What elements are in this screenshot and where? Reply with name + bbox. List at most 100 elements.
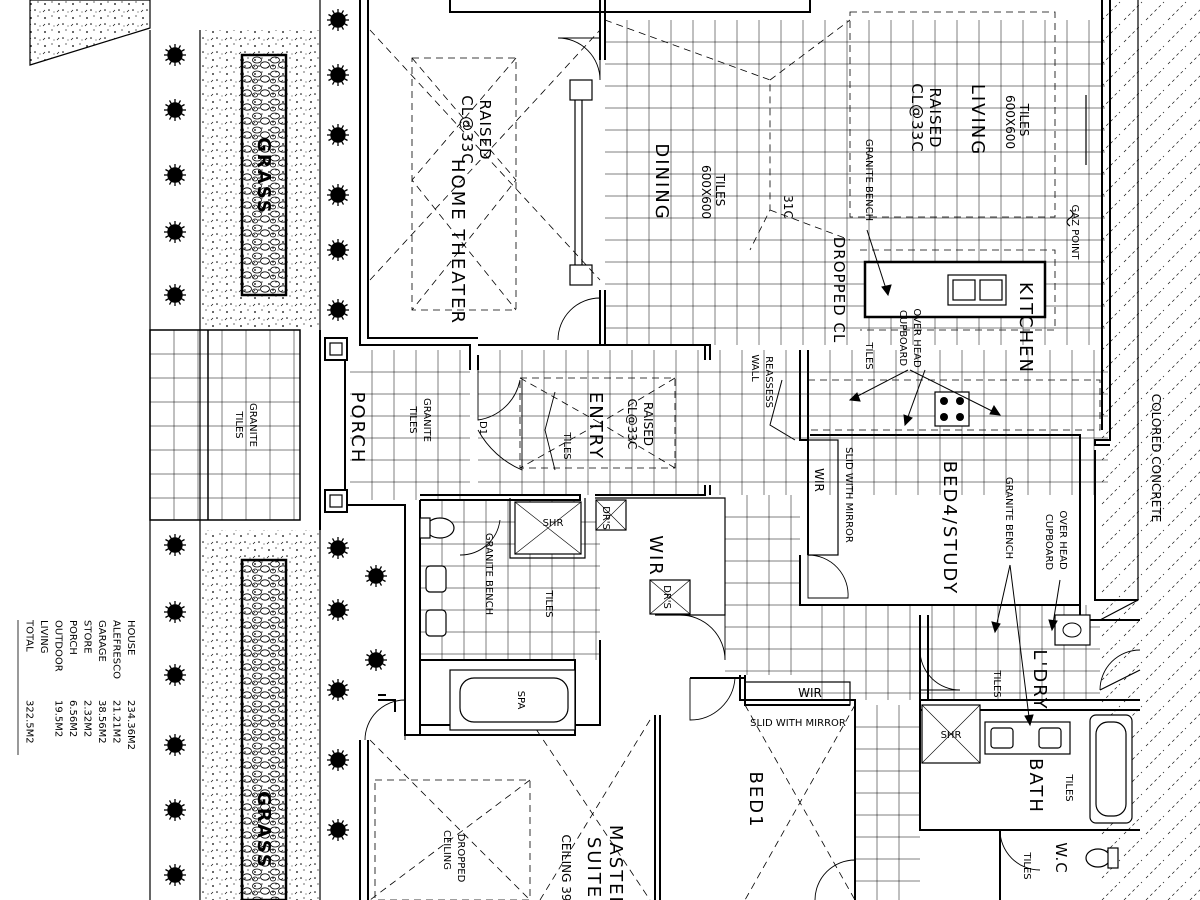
label-entry-note2: CL@33C bbox=[625, 399, 639, 450]
label-living: LIVING bbox=[967, 84, 988, 156]
label-spa: SPA bbox=[515, 691, 526, 710]
label-entry-note1: RAISED bbox=[641, 402, 655, 446]
shrub-icon bbox=[365, 565, 387, 587]
label-gas-point: GAZ POINT bbox=[1069, 204, 1080, 260]
label-reassess2: WALL bbox=[749, 354, 760, 382]
label-reassess1: REASSESS bbox=[763, 356, 774, 408]
wc-toilet bbox=[1085, 848, 1111, 868]
label-ens-tiles: TILES bbox=[543, 589, 554, 617]
shrub-icon bbox=[327, 184, 349, 206]
shrub-icon bbox=[164, 164, 186, 186]
area-name: ALEFRESCO bbox=[111, 620, 122, 679]
label-dining-tiles2: 600X600 bbox=[699, 165, 713, 219]
label-dropped-ceiling1: DROPPED bbox=[455, 834, 466, 883]
label-shr-bath: SHR bbox=[941, 730, 962, 741]
front-tile-grid bbox=[149, 329, 301, 521]
label-ens-granite: GRANITE BENCH bbox=[483, 533, 494, 615]
shrub-icon bbox=[327, 679, 349, 701]
area-name: GARAGE bbox=[96, 620, 107, 662]
shrub-icon bbox=[327, 537, 349, 559]
label-bed4: BED4/STUDY bbox=[939, 461, 960, 596]
label-porch-tiles1: GRANITE bbox=[421, 398, 432, 442]
area-name: TOTAL bbox=[24, 619, 35, 652]
label-bath-tiles: TILES bbox=[1063, 773, 1074, 801]
area-name: LIVING bbox=[38, 620, 49, 654]
area-name: HOUSE bbox=[125, 620, 136, 655]
shrub-icon bbox=[164, 99, 186, 121]
label-slid-mirror-bed4: SLID WITH MIRROR bbox=[843, 447, 854, 543]
shrub-icon bbox=[164, 864, 186, 886]
label-porch: PORCH bbox=[347, 392, 368, 465]
label-master2: SUITE bbox=[583, 837, 604, 899]
shrub-icon bbox=[164, 221, 186, 243]
shrub-icon bbox=[327, 819, 349, 841]
laundry-trough bbox=[1054, 614, 1091, 646]
vanity-sink-2 bbox=[425, 609, 447, 637]
label-bed4-granite: GRANITE BENCH bbox=[1003, 477, 1014, 559]
shrub-icon bbox=[327, 239, 349, 261]
area-schedule: HOUSE234.36M2ALEFRESCO21.21M2GARAGE38.56… bbox=[17, 619, 136, 755]
shrub-icon bbox=[164, 734, 186, 756]
label-d1: D1 bbox=[477, 421, 488, 435]
shrub-icon bbox=[327, 124, 349, 146]
label-granite-bench: GRANITE BENCH bbox=[863, 139, 874, 221]
area-value: 38.56M2 bbox=[96, 700, 107, 744]
label-slid-mirror-bed1: SLID WITH MIRROR bbox=[750, 718, 846, 729]
area-value: 2.32M2 bbox=[82, 700, 93, 737]
label-dining: DINING bbox=[651, 143, 672, 220]
label-bed1: BED1 bbox=[745, 771, 766, 828]
shrub-icon bbox=[327, 749, 349, 771]
label-grass-bottom: GRASS bbox=[253, 791, 274, 869]
label-master1: MASTER bbox=[605, 825, 626, 900]
shrub-icon bbox=[164, 799, 186, 821]
shrub-icon bbox=[327, 9, 349, 31]
area-value: 19.5M2 bbox=[53, 700, 64, 737]
label-grass-top: GRASS bbox=[253, 137, 274, 215]
label-living-tiles1: TILES bbox=[1017, 103, 1031, 137]
label-home-theater-note1: RAISED bbox=[476, 99, 494, 160]
label-porch-tiles2: TILES bbox=[407, 405, 418, 433]
label-wc: W.C bbox=[1052, 842, 1070, 873]
fixtures bbox=[324, 79, 1133, 869]
grass-bed-bottom bbox=[240, 558, 288, 900]
label-entry: ENTRY bbox=[585, 392, 606, 460]
label-drs-1: DR'S bbox=[600, 506, 611, 530]
label-drs-2: DR'S bbox=[661, 585, 672, 609]
label-wc-tiles: TILES bbox=[1021, 851, 1032, 879]
shrub-icon bbox=[327, 299, 349, 321]
area-value: 322.5M2 bbox=[24, 700, 35, 744]
shrub-icon bbox=[164, 44, 186, 66]
shrubs bbox=[164, 9, 387, 886]
area-name: STORE bbox=[82, 620, 93, 654]
area-value: 21.21M2 bbox=[111, 700, 122, 744]
vanity-sink-1 bbox=[425, 565, 447, 593]
area-name: PORCH bbox=[67, 620, 78, 655]
label-wir-bed1: WIR bbox=[798, 686, 822, 700]
label-laundry: L'DRY bbox=[1029, 649, 1050, 710]
shrub-icon bbox=[164, 601, 186, 623]
label-kitchen: KITCHEN bbox=[1015, 282, 1036, 374]
label-living-tiles2: 600X600 bbox=[1003, 95, 1017, 149]
label-dining-tiles1: TILES bbox=[713, 173, 727, 207]
label-dropped-ceiling2: CEILING bbox=[441, 830, 452, 870]
ceiling-outlines bbox=[369, 11, 1101, 900]
label-ceiling-31c: 31C bbox=[781, 195, 795, 219]
garden-top bbox=[29, 0, 151, 66]
doors bbox=[364, 37, 1141, 900]
label-living-note2: CL@33C bbox=[908, 83, 926, 152]
label-colored-concrete: COLORED CONCRETE bbox=[1149, 394, 1163, 523]
area-name: OUTDOOR bbox=[53, 620, 64, 672]
label-front-tiles2: TILES bbox=[233, 410, 244, 438]
label-ceiling39: CEILING 39 bbox=[559, 834, 573, 900]
grass-bed-top bbox=[240, 53, 288, 297]
label-overhead2: CUPBOARD bbox=[897, 310, 908, 367]
shrub-icon bbox=[164, 534, 186, 556]
label-kitchen-tiles: TILES bbox=[863, 341, 874, 369]
label-wir-bed4: WIR bbox=[812, 468, 826, 492]
label-bed4-overhead1: OVER HEAD bbox=[1057, 510, 1068, 570]
label-dropped-cl: DROPPED CL bbox=[830, 237, 848, 344]
shrub-icon bbox=[365, 649, 387, 671]
label-laundry-tiles: TILES bbox=[991, 669, 1002, 697]
label-bed4-overhead2: CUPBOARD bbox=[1043, 514, 1054, 571]
